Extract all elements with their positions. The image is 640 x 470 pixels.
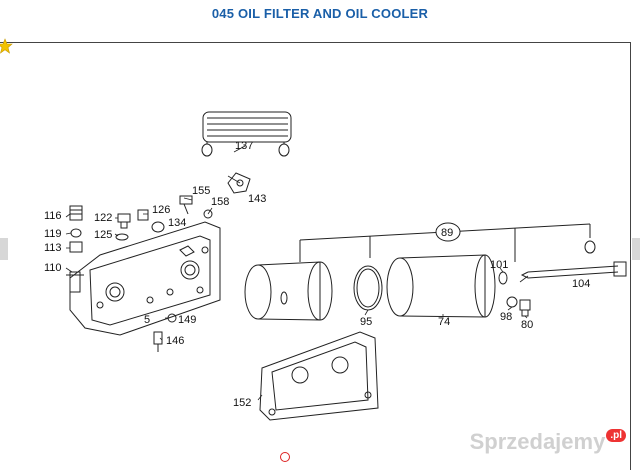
bolt-146 <box>153 331 163 352</box>
gasket-143 <box>227 172 251 194</box>
watermark-text: Sprzedajemy <box>469 429 606 454</box>
watermark-logo: Sprzedajemy.pl <box>470 429 626 455</box>
label-104: 104 <box>572 278 590 290</box>
gallery-dot-indicator[interactable] <box>280 452 290 462</box>
diagram-frame <box>0 42 631 470</box>
plug-126 <box>137 209 149 221</box>
label-126: 126 <box>152 204 170 216</box>
watermark-badge: .pl <box>606 429 626 442</box>
seal-119 <box>70 228 82 238</box>
filter-element-74 <box>386 254 496 318</box>
label-137: 137 <box>235 140 253 152</box>
label-89: 89 <box>441 227 453 239</box>
page-title: 045 OIL FILTER AND OIL COOLER <box>211 6 429 21</box>
seal-98 <box>506 296 518 308</box>
label-158: 158 <box>211 196 229 208</box>
label-155: 155 <box>192 185 210 197</box>
star-icon[interactable] <box>0 38 13 54</box>
label-95: 95 <box>360 316 372 328</box>
seal-134 <box>151 221 165 233</box>
o-ring-95 <box>353 265 383 311</box>
gasket-plate-152 <box>259 331 379 421</box>
prev-image-arrow[interactable] <box>0 238 8 260</box>
washer-158 <box>203 209 213 219</box>
label-125: 125 <box>94 229 112 241</box>
center-bolt-104 <box>520 261 627 279</box>
label-134: 134 <box>168 217 186 229</box>
next-image-arrow[interactable] <box>632 238 640 260</box>
leader-lines <box>65 145 529 401</box>
filter-housing <box>69 221 221 336</box>
label-74: 74 <box>438 316 450 328</box>
label-101: 101 <box>490 259 508 271</box>
seal-top-89 <box>584 240 596 254</box>
plug-116 <box>69 205 83 221</box>
label-119: 119 <box>44 228 62 240</box>
label-116: 116 <box>44 210 62 222</box>
label-110: 110 <box>44 262 62 274</box>
plug-80 <box>519 299 531 317</box>
label-146: 146 <box>166 335 184 347</box>
plug-122 <box>117 213 131 229</box>
label-98: 98 <box>500 311 512 323</box>
label-143: 143 <box>248 193 266 205</box>
label-149: 149 <box>178 314 196 326</box>
part-113 <box>69 241 83 253</box>
label-122: 122 <box>94 212 112 224</box>
label-152: 152 <box>233 397 251 409</box>
label-5: 5 <box>144 314 150 326</box>
oil-cooler-part <box>201 111 292 157</box>
label-113: 113 <box>44 242 62 254</box>
fitting-110 <box>66 271 84 293</box>
filter-cartridge <box>244 261 333 321</box>
seal-125 <box>115 233 129 241</box>
label-80: 80 <box>521 319 533 331</box>
callout-circle-89 <box>435 222 461 242</box>
seal-101 <box>498 271 508 285</box>
